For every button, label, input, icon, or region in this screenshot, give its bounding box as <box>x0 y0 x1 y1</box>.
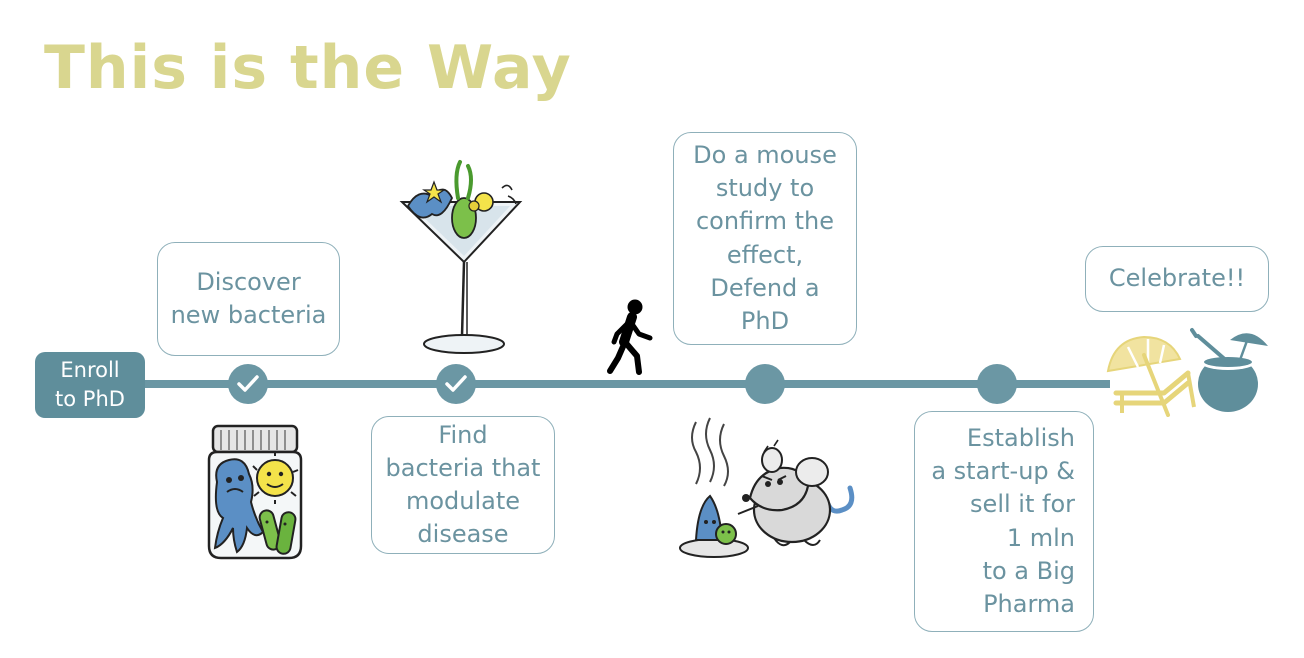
step-line: Establish <box>966 424 1075 453</box>
timeline-node-startup <box>977 364 1017 404</box>
martini-bacteria-icon <box>399 160 523 354</box>
step-line: new bacteria <box>170 301 327 329</box>
step-line: Find <box>438 420 488 449</box>
step-line: study to <box>715 174 815 203</box>
step-line: Celebrate!! <box>1108 264 1246 293</box>
step-line: disease <box>417 520 509 549</box>
walking-person-icon <box>607 299 653 375</box>
step-line: Do a mouse <box>693 141 837 170</box>
step-enroll: Enroll to PhD <box>35 352 145 418</box>
step-line: sell it for <box>970 490 1075 519</box>
step-line: modulate <box>405 487 521 515</box>
coconut-drink-icon <box>1190 328 1268 412</box>
step-line: confirm the <box>695 207 835 236</box>
step-line: Discover <box>196 267 301 296</box>
step-line: PhD <box>740 306 790 335</box>
mouse-with-bacteria-icon <box>679 417 855 558</box>
step-line: a start-up & <box>931 457 1075 486</box>
timeline-node-mouse-study <box>745 364 785 404</box>
step-find: Find bacteria that modulate disease <box>371 416 555 554</box>
step-line: Defend a <box>710 273 820 302</box>
step-celebrate: Celebrate!! <box>1085 246 1269 312</box>
step-line: effect, <box>726 240 804 269</box>
bacteria-jar-icon <box>207 424 303 560</box>
step-line: 1 mln <box>1006 523 1075 552</box>
timeline-line <box>140 380 1110 388</box>
beach-chair-umbrella-icon <box>1106 335 1196 417</box>
step-line: Pharma <box>983 589 1075 618</box>
timeline-node-discover <box>228 364 268 404</box>
step-startup: Establish a start-up & sell it for 1 mln… <box>914 411 1094 632</box>
check-icon <box>445 375 467 392</box>
timeline-node-find <box>436 364 476 404</box>
page-title: This is the Way <box>44 33 572 103</box>
step-mouse-study: Do a mouse study to confirm the effect, … <box>673 132 857 345</box>
check-icon <box>237 375 259 392</box>
step-line: Enroll <box>60 357 120 382</box>
step-line: bacteria that <box>385 453 541 482</box>
step-discover: Discover new bacteria <box>157 242 340 356</box>
step-line: to a Big <box>982 556 1075 585</box>
step-line: to PhD <box>55 387 125 411</box>
